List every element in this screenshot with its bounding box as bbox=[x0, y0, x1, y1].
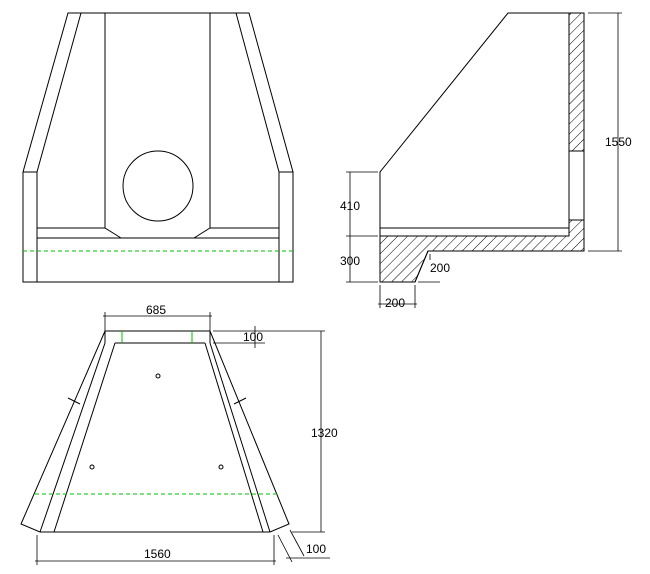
plan-outline bbox=[20, 330, 290, 533]
dim-plan-top-width: 685 bbox=[146, 303, 166, 317]
plan-left-wall-inner bbox=[39, 342, 106, 533]
side-wall-hatch-upper bbox=[568, 12, 585, 152]
dim-plan-height: 1320 bbox=[311, 426, 338, 440]
side-wall-hatch-lower bbox=[568, 150, 585, 221]
plan-anchor-hole bbox=[155, 373, 161, 379]
side-dimensions bbox=[346, 12, 622, 308]
dim-plan-bottom-width: 1560 bbox=[144, 547, 171, 561]
dim-side-upper-height: 410 bbox=[340, 199, 360, 213]
front-elevation-view bbox=[22, 12, 294, 283]
plan-anchor-hole bbox=[218, 464, 224, 470]
dim-plan-wall-thickness-bottom: 100 bbox=[306, 542, 326, 556]
dim-plan-wall-thickness-top: 100 bbox=[243, 330, 263, 344]
front-chamfer-right bbox=[193, 227, 279, 239]
front-right-wing-inner bbox=[235, 12, 280, 282]
plan-left-joint bbox=[67, 397, 81, 405]
dim-side-lower-height: 300 bbox=[340, 254, 360, 268]
dim-side-total-height: 1550 bbox=[605, 135, 632, 149]
plan-view: 685 100 1320 1560 100 bbox=[20, 303, 338, 565]
dim-side-step: 200 bbox=[430, 261, 450, 275]
plan-right-wall-mid bbox=[204, 342, 264, 533]
pipe-opening bbox=[122, 150, 194, 222]
plan-anchor-hole bbox=[89, 464, 95, 470]
front-left-wing-inner bbox=[36, 12, 82, 282]
plan-dimensions bbox=[35, 312, 330, 565]
plan-right-joint bbox=[233, 397, 247, 405]
front-chamfer-left bbox=[37, 227, 122, 239]
plan-right-wall-inner bbox=[209, 342, 271, 533]
dim-side-base-width: 200 bbox=[385, 296, 405, 310]
side-floor-hatch bbox=[379, 219, 585, 283]
front-outline bbox=[22, 12, 294, 283]
side-section-view: 1550 410 300 200 200 bbox=[340, 12, 632, 310]
plan-left-wall-mid bbox=[53, 342, 116, 533]
